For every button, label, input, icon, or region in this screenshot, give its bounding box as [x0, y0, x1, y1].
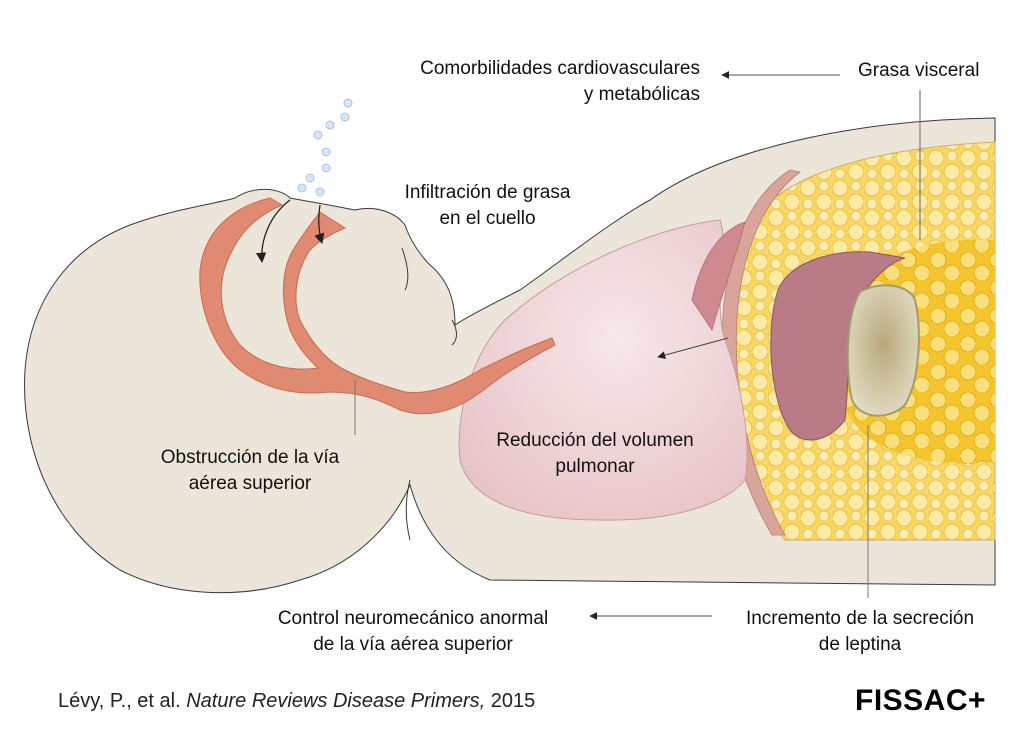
label-leptin-line2: de leptina: [818, 634, 902, 655]
lung-upper-lobe: [691, 221, 746, 331]
label-leptin-line1: Incremento de la secreción: [745, 608, 975, 629]
breath-bubbles: [297, 98, 353, 197]
chin-line: [451, 319, 457, 346]
label-airway-obstruction: Obstrucción de la vía aérea superior: [130, 445, 370, 497]
citation-year: 2015: [485, 690, 536, 712]
label-neck-fat-line2: en el cuello: [439, 208, 536, 229]
citation-journal: Nature Reviews Disease Primers,: [186, 690, 486, 712]
label-comorbidities: Comorbilidades cardiovasculares y metabó…: [330, 56, 700, 108]
airflow-arrow-mouth: [314, 204, 325, 244]
label-neck-fat-line1: Infiltración de grasa: [404, 182, 571, 203]
label-leptin: Incremento de la secreción de leptina: [715, 606, 1005, 658]
citation: Lévy, P., et al. Nature Reviews Disease …: [58, 690, 535, 713]
label-comorbidities-line2: y metabólicas: [583, 84, 700, 105]
lung-volume-arrow: [657, 337, 729, 359]
citation-authors: Lévy, P., et al.: [58, 690, 187, 712]
label-visceral-fat: Grasa visceral: [858, 58, 1018, 84]
brand-logo: FISSAC+: [855, 684, 987, 717]
label-airway-obstruction-line2: aérea superior: [188, 473, 312, 494]
label-visceral-fat-text: Grasa visceral: [858, 60, 980, 81]
label-neuromechanical: Control neuromecánico anormal de la vía …: [238, 606, 588, 658]
label-comorbidities-line1: Comorbilidades cardiovasculares: [420, 58, 700, 79]
shoulder-line: [405, 479, 411, 541]
organ-core: [846, 284, 920, 417]
upper-airway: [199, 197, 556, 415]
label-neuromechanical-line1: Control neuromecánico anormal: [277, 608, 549, 629]
label-neuromechanical-line2: de la vía aérea superior: [313, 634, 513, 655]
label-lung-volume: Reducción del volumen pulmonar: [460, 428, 730, 480]
label-lung-volume-line1: Reducción del volumen: [496, 430, 694, 451]
face-profile-line: [401, 247, 409, 291]
label-neck-fat: Infiltración de grasa en el cuello: [375, 180, 600, 232]
label-airway-obstruction-line1: Obstrucción de la vía: [160, 447, 340, 468]
airflow-arrow-nose: [255, 199, 291, 264]
lung: [458, 219, 748, 521]
label-lung-volume-line2: pulmonar: [555, 456, 635, 477]
